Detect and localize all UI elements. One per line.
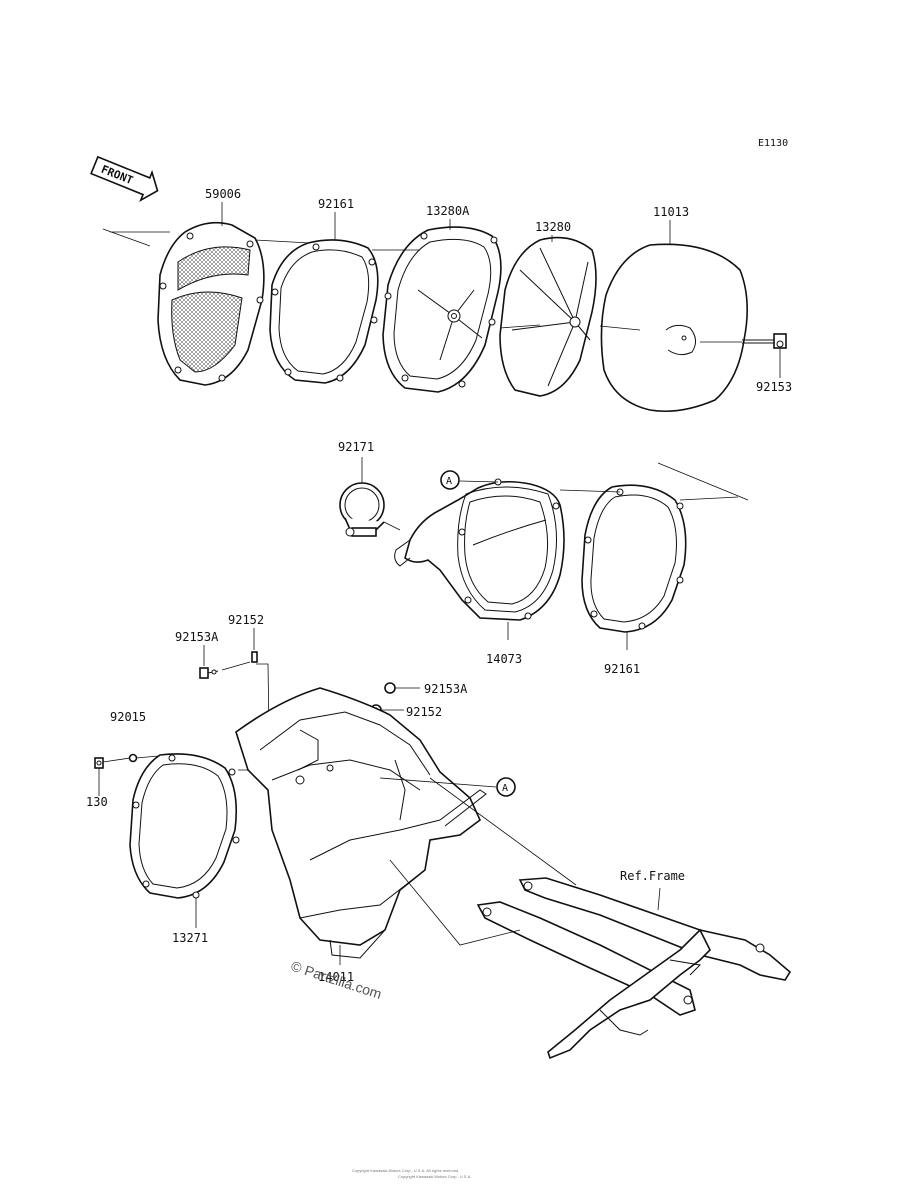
label-ref-a-2: A <box>502 783 508 794</box>
part-92153a-bolt-left <box>199 667 219 679</box>
part-11013-air-filter <box>600 243 748 413</box>
label-14073: 14073 <box>486 652 522 666</box>
part-92171-clamp <box>339 482 385 537</box>
diagram-code: E1130 <box>758 138 788 149</box>
part-13280-element-cage <box>499 236 597 397</box>
label-13271: 13271 <box>172 931 208 945</box>
part-92152-washer-left <box>251 651 258 663</box>
part-92153a-bolt-right <box>384 682 396 694</box>
footer-line-1: Copyright Kawasaki Motors Corp., U.S.A. … <box>352 1168 459 1173</box>
label-92153: 92153 <box>756 380 792 394</box>
label-92153a-left: 92153A <box>175 630 219 644</box>
front-arrow-icon: FRONT <box>90 155 159 202</box>
footer-line-2: Copyright Kawasaki Motors Corp., U.S.A. <box>398 1174 471 1179</box>
watermark: © Partzilla.com <box>289 958 384 1002</box>
label-11013: 11013 <box>653 205 689 219</box>
label-59006: 59006 <box>205 187 241 201</box>
part-130-bolt <box>94 757 104 769</box>
label-130: 130 <box>86 795 108 809</box>
label-92161-top: 92161 <box>318 197 354 211</box>
part-92161-gasket-top <box>269 239 379 384</box>
label-14011: 14011 <box>318 970 354 984</box>
label-92015: 92015 <box>110 710 146 724</box>
part-13271-gasket <box>129 753 240 899</box>
label-92152-left: 92152 <box>228 613 264 627</box>
label-92153a-right: 92153A <box>424 682 468 696</box>
label-13280: 13280 <box>535 220 571 234</box>
reference-frame <box>476 877 792 1060</box>
part-92153-bolt <box>742 333 787 349</box>
label-13280a: 13280A <box>426 204 470 218</box>
label-92152-right: 92152 <box>406 705 442 719</box>
part-92161-gasket-middle <box>581 484 687 633</box>
label-ref-a-1: A <box>446 476 452 487</box>
part-92015-washer <box>128 753 138 763</box>
label-92161-middle: 92161 <box>604 662 640 676</box>
part-14011-air-box <box>235 687 487 959</box>
part-13280a-element-holder <box>382 226 502 393</box>
part-14073-air-cleaner-case <box>394 478 565 621</box>
label-ref-frame: Ref.Frame <box>620 869 685 883</box>
label-92171: 92171 <box>338 440 374 454</box>
part-59006-element-screen <box>157 221 265 386</box>
